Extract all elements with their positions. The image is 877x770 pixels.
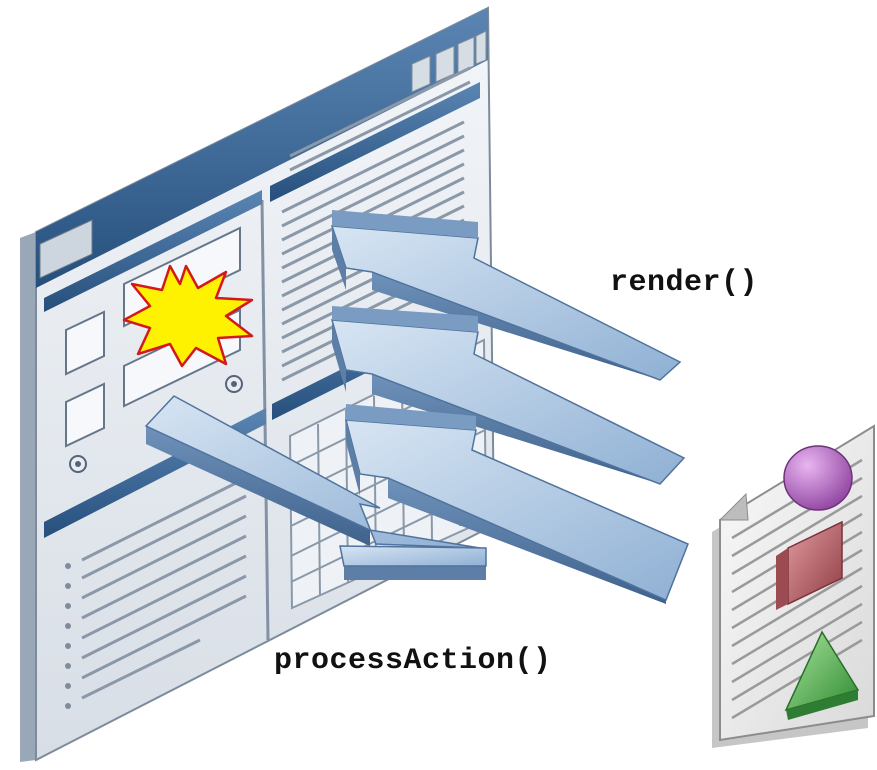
process-action-arrow: [144, 395, 487, 580]
process-action-label: processAction(): [274, 644, 552, 678]
starburst-icon: [122, 264, 254, 368]
green-triangle-icon: [784, 630, 860, 720]
render-arrow: [330, 210, 682, 381]
render-arrow-lower: [345, 404, 689, 604]
purple-circle-icon: [783, 445, 853, 511]
document-with-shapes-icon: [712, 424, 875, 748]
render-label: render(): [610, 266, 759, 300]
red-square-icon: [776, 520, 843, 610]
render-arrow-middle: [330, 306, 686, 485]
